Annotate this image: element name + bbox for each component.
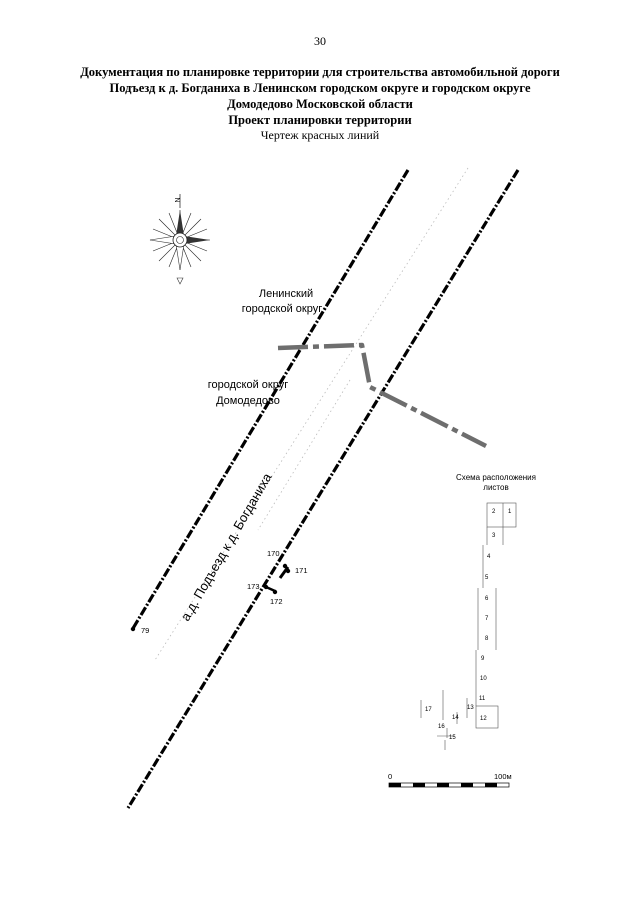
compass-rose-icon (149, 194, 210, 285)
sheet-number: 8 (485, 636, 489, 642)
sheet-number: 17 (425, 707, 432, 713)
sheet-number: 3 (492, 533, 496, 539)
sheet-number: 10 (480, 676, 487, 682)
point-label-171: 171 (295, 566, 308, 575)
region-domodedovo-line2: Домодедово (216, 395, 280, 407)
point-label-173: 173 (247, 582, 260, 591)
sheet-scheme-numbers: 2 1 3 4 5 6 7 8 9 10 11 13 12 14 17 16 1… (425, 509, 512, 741)
sheet-number: 4 (487, 554, 491, 560)
point-marker-171 (285, 568, 291, 574)
road-name-label: а.д. Подъезд к д. Богданиха (178, 470, 275, 624)
sheet-number: 2 (492, 509, 496, 515)
sheet-scheme-frames (420, 502, 517, 750)
sheet-number: 12 (480, 716, 487, 722)
sheet-scheme-title-line2: листов (483, 483, 508, 492)
doc-title-line-2: Подъезд к д. Богданиха в Ленинском город… (109, 81, 531, 95)
point-label-79: 79 (141, 626, 149, 635)
sheet-number: 16 (438, 724, 445, 730)
municipal-boundary-line (277, 342, 488, 449)
point-label-170: 170 (267, 549, 280, 558)
compass-north-label: N (175, 197, 182, 202)
sheet-number: 14 (452, 715, 459, 721)
doc-title-line-1: Документация по планировке территории дл… (80, 65, 560, 79)
scale-start-label: 0 (388, 772, 392, 781)
sheet-number: 7 (485, 616, 489, 622)
red-line-segment (278, 566, 290, 579)
doc-subtitle: Проект планировки территории (228, 113, 412, 127)
scale-end-label: 100м (494, 772, 512, 781)
sheet-number: 13 (467, 705, 474, 711)
drawing-name: Чертеж красных линий (260, 128, 380, 142)
point-label-172: 172 (270, 597, 283, 606)
point-marker-79 (130, 626, 136, 632)
sheet-number: 15 (449, 735, 456, 741)
doc-title-line-3: Домодедово Московской области (227, 97, 413, 111)
red-line-right (126, 169, 520, 809)
point-marker-173 (263, 584, 269, 590)
red-line-left (130, 169, 410, 631)
region-leninsky-line2: городской округ (242, 303, 323, 315)
sheet-number: 11 (479, 696, 486, 702)
page-number: 30 (314, 34, 326, 48)
sheet-scheme-title-line1: Схема расположения (456, 473, 536, 482)
region-leninsky-line1: Ленинский (259, 288, 313, 300)
sheet-number: 1 (508, 509, 512, 515)
scale-bar (388, 782, 510, 788)
region-domodedovo-line1: городской округ (208, 379, 289, 391)
point-marker-172 (272, 589, 278, 595)
point-marker-170 (282, 563, 288, 569)
sheet-number: 5 (485, 575, 489, 581)
sheet-number: 9 (481, 656, 485, 662)
sheet-number: 6 (485, 596, 489, 602)
